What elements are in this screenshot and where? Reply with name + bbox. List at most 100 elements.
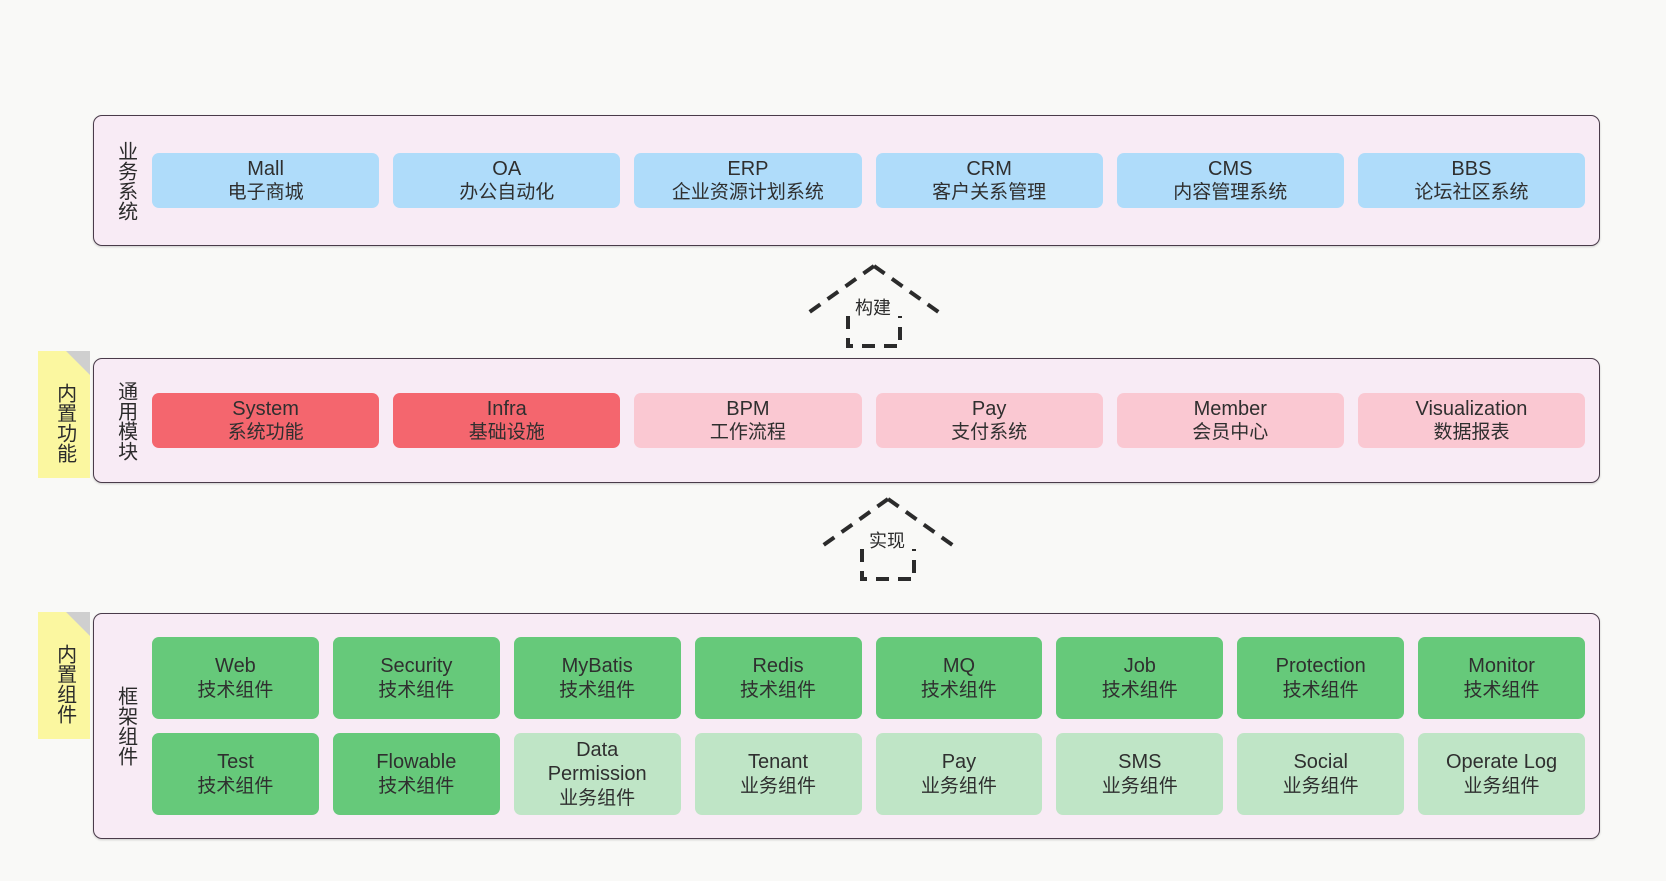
card-flowable-name: Flowable	[376, 751, 457, 774]
connector-implement-arrow	[816, 497, 960, 581]
card-bbs-name: BBS	[1451, 157, 1492, 180]
layer-common-modules-title: 通用模块	[114, 380, 137, 461]
card-bpm[interactable]: BPM 工作流程	[634, 392, 862, 449]
card-bbs-sub: 论坛社区系统	[1414, 182, 1529, 204]
card-social-sub: 业务组件	[1282, 775, 1359, 797]
card-cms[interactable]: CMS 内容管理系统	[1116, 152, 1344, 209]
card-pay-module[interactable]: Pay 支付系统	[875, 392, 1103, 449]
card-row-business: Test 技术组件 Flowable 技术组件 Data Permission …	[152, 733, 1585, 815]
layer-common-modules-body: System 系统功能 Infra 基础设施 BPM 工作流程 Pay 支付系统…	[146, 359, 1599, 482]
card-social-name: Social	[1293, 751, 1348, 774]
card-web-name: Web	[215, 655, 256, 678]
card-pay-module-sub: 支付系统	[951, 422, 1028, 444]
card-job[interactable]: Job 技术组件	[1056, 637, 1224, 719]
card-oa-sub: 办公自动化	[459, 182, 555, 204]
card-data-permission[interactable]: Data Permission 业务组件	[513, 733, 681, 815]
card-oa-name: OA	[492, 157, 522, 180]
card-erp[interactable]: ERP 企业资源计划系统	[634, 152, 862, 209]
card-member-name: Member	[1193, 397, 1267, 420]
card-mall[interactable]: Mall 电子商城	[152, 152, 380, 209]
note-fold-corner-icon	[66, 351, 90, 375]
card-tenant-sub: 业务组件	[740, 775, 817, 797]
card-test-sub: 技术组件	[197, 775, 274, 797]
card-protection-name: Protection	[1275, 655, 1366, 678]
card-row: Mall 电子商城 OA 办公自动化 ERP 企业资源计划系统 CRM 客户关系…	[152, 152, 1586, 209]
card-data-permission-sub: 业务组件	[559, 787, 636, 809]
card-monitor-name: Monitor	[1468, 655, 1535, 678]
card-monitor[interactable]: Monitor 技术组件	[1418, 637, 1585, 719]
card-visualization[interactable]: Visualization 数据报表	[1357, 392, 1586, 449]
card-security[interactable]: Security 技术组件	[332, 637, 500, 719]
card-infra[interactable]: Infra 基础设施	[393, 392, 621, 449]
connector-implement-label: 实现	[869, 531, 905, 551]
card-mybatis-name: MyBatis	[561, 655, 633, 678]
card-operate-log-sub: 业务组件	[1463, 775, 1540, 797]
note-builtin-components-text: 内置组件	[53, 643, 76, 724]
card-flowable[interactable]: Flowable 技术组件	[332, 733, 500, 815]
card-web[interactable]: Web 技术组件	[152, 637, 319, 719]
card-visualization-sub: 数据报表	[1433, 422, 1510, 444]
card-security-sub: 技术组件	[378, 679, 455, 701]
card-monitor-sub: 技术组件	[1463, 679, 1540, 701]
card-flowable-sub: 技术组件	[378, 775, 455, 797]
card-web-sub: 技术组件	[197, 679, 274, 701]
note-builtin-components: 内置组件	[38, 612, 90, 739]
card-protection-sub: 技术组件	[1282, 679, 1359, 701]
layer-framework-components-body: Web 技术组件 Security 技术组件 MyBatis 技术组件 Redi…	[146, 614, 1599, 838]
card-job-name: Job	[1123, 655, 1156, 678]
card-mq[interactable]: MQ 技术组件	[875, 637, 1043, 719]
card-sms[interactable]: SMS 业务组件	[1056, 733, 1224, 815]
card-tenant-name: Tenant	[748, 751, 809, 774]
card-sms-sub: 业务组件	[1101, 775, 1178, 797]
card-infra-sub: 基础设施	[468, 422, 545, 444]
card-tenant[interactable]: Tenant 业务组件	[694, 733, 862, 815]
connector-build-arrow	[802, 264, 946, 348]
card-pay-component[interactable]: Pay 业务组件	[875, 733, 1043, 815]
connector-build-label: 构建	[855, 298, 891, 318]
card-crm[interactable]: CRM 客户关系管理	[875, 152, 1103, 209]
layer-business-systems-title: 业务系统	[114, 140, 137, 221]
card-data-permission-name: Data Permission	[547, 739, 647, 786]
card-system[interactable]: System 系统功能	[152, 392, 380, 449]
card-infra-name: Infra	[486, 397, 527, 420]
layer-business-systems: 业务系统 Mall 电子商城 OA 办公自动化 ERP 企业资源计划系统 CRM…	[93, 115, 1600, 246]
card-bpm-name: BPM	[726, 397, 770, 420]
card-job-sub: 技术组件	[1101, 679, 1178, 701]
card-test-name: Test	[217, 751, 254, 774]
card-member-sub: 会员中心	[1192, 422, 1269, 444]
card-cms-sub: 内容管理系统	[1173, 182, 1288, 204]
note-builtin-features: 内置功能	[38, 351, 90, 478]
card-row-technical: Web 技术组件 Security 技术组件 MyBatis 技术组件 Redi…	[152, 637, 1585, 719]
note-fold-corner-icon	[66, 612, 90, 636]
card-test[interactable]: Test 技术组件	[152, 733, 319, 815]
card-mq-sub: 技术组件	[920, 679, 997, 701]
card-member[interactable]: Member 会员中心	[1116, 392, 1344, 449]
card-erp-name: ERP	[727, 157, 769, 180]
card-mall-name: Mall	[247, 157, 284, 180]
card-system-name: System	[232, 397, 299, 420]
card-mybatis-sub: 技术组件	[559, 679, 636, 701]
card-erp-sub: 企业资源计划系统	[671, 182, 824, 204]
card-sms-name: SMS	[1118, 751, 1162, 774]
card-pay-module-name: Pay	[971, 397, 1007, 420]
card-operate-log-name: Operate Log	[1445, 751, 1558, 774]
card-crm-sub: 客户关系管理	[932, 182, 1047, 204]
card-mall-sub: 电子商城	[227, 182, 304, 204]
card-redis-name: Redis	[752, 655, 804, 678]
card-redis[interactable]: Redis 技术组件	[694, 637, 862, 719]
card-protection[interactable]: Protection 技术组件	[1237, 637, 1405, 719]
card-bbs[interactable]: BBS 论坛社区系统	[1357, 152, 1586, 209]
card-social[interactable]: Social 业务组件	[1237, 733, 1405, 815]
layer-business-systems-body: Mall 电子商城 OA 办公自动化 ERP 企业资源计划系统 CRM 客户关系…	[146, 116, 1599, 245]
card-system-sub: 系统功能	[227, 422, 304, 444]
card-mybatis[interactable]: MyBatis 技术组件	[513, 637, 681, 719]
card-visualization-name: Visualization	[1415, 397, 1528, 420]
card-security-name: Security	[380, 655, 453, 678]
card-cms-name: CMS	[1208, 157, 1253, 180]
card-operate-log[interactable]: Operate Log 业务组件	[1418, 733, 1585, 815]
card-pay-component-sub: 业务组件	[920, 775, 997, 797]
card-mq-name: MQ	[942, 655, 976, 678]
card-oa[interactable]: OA 办公自动化	[393, 152, 621, 209]
layer-framework-components-title: 框架组件	[114, 686, 137, 766]
